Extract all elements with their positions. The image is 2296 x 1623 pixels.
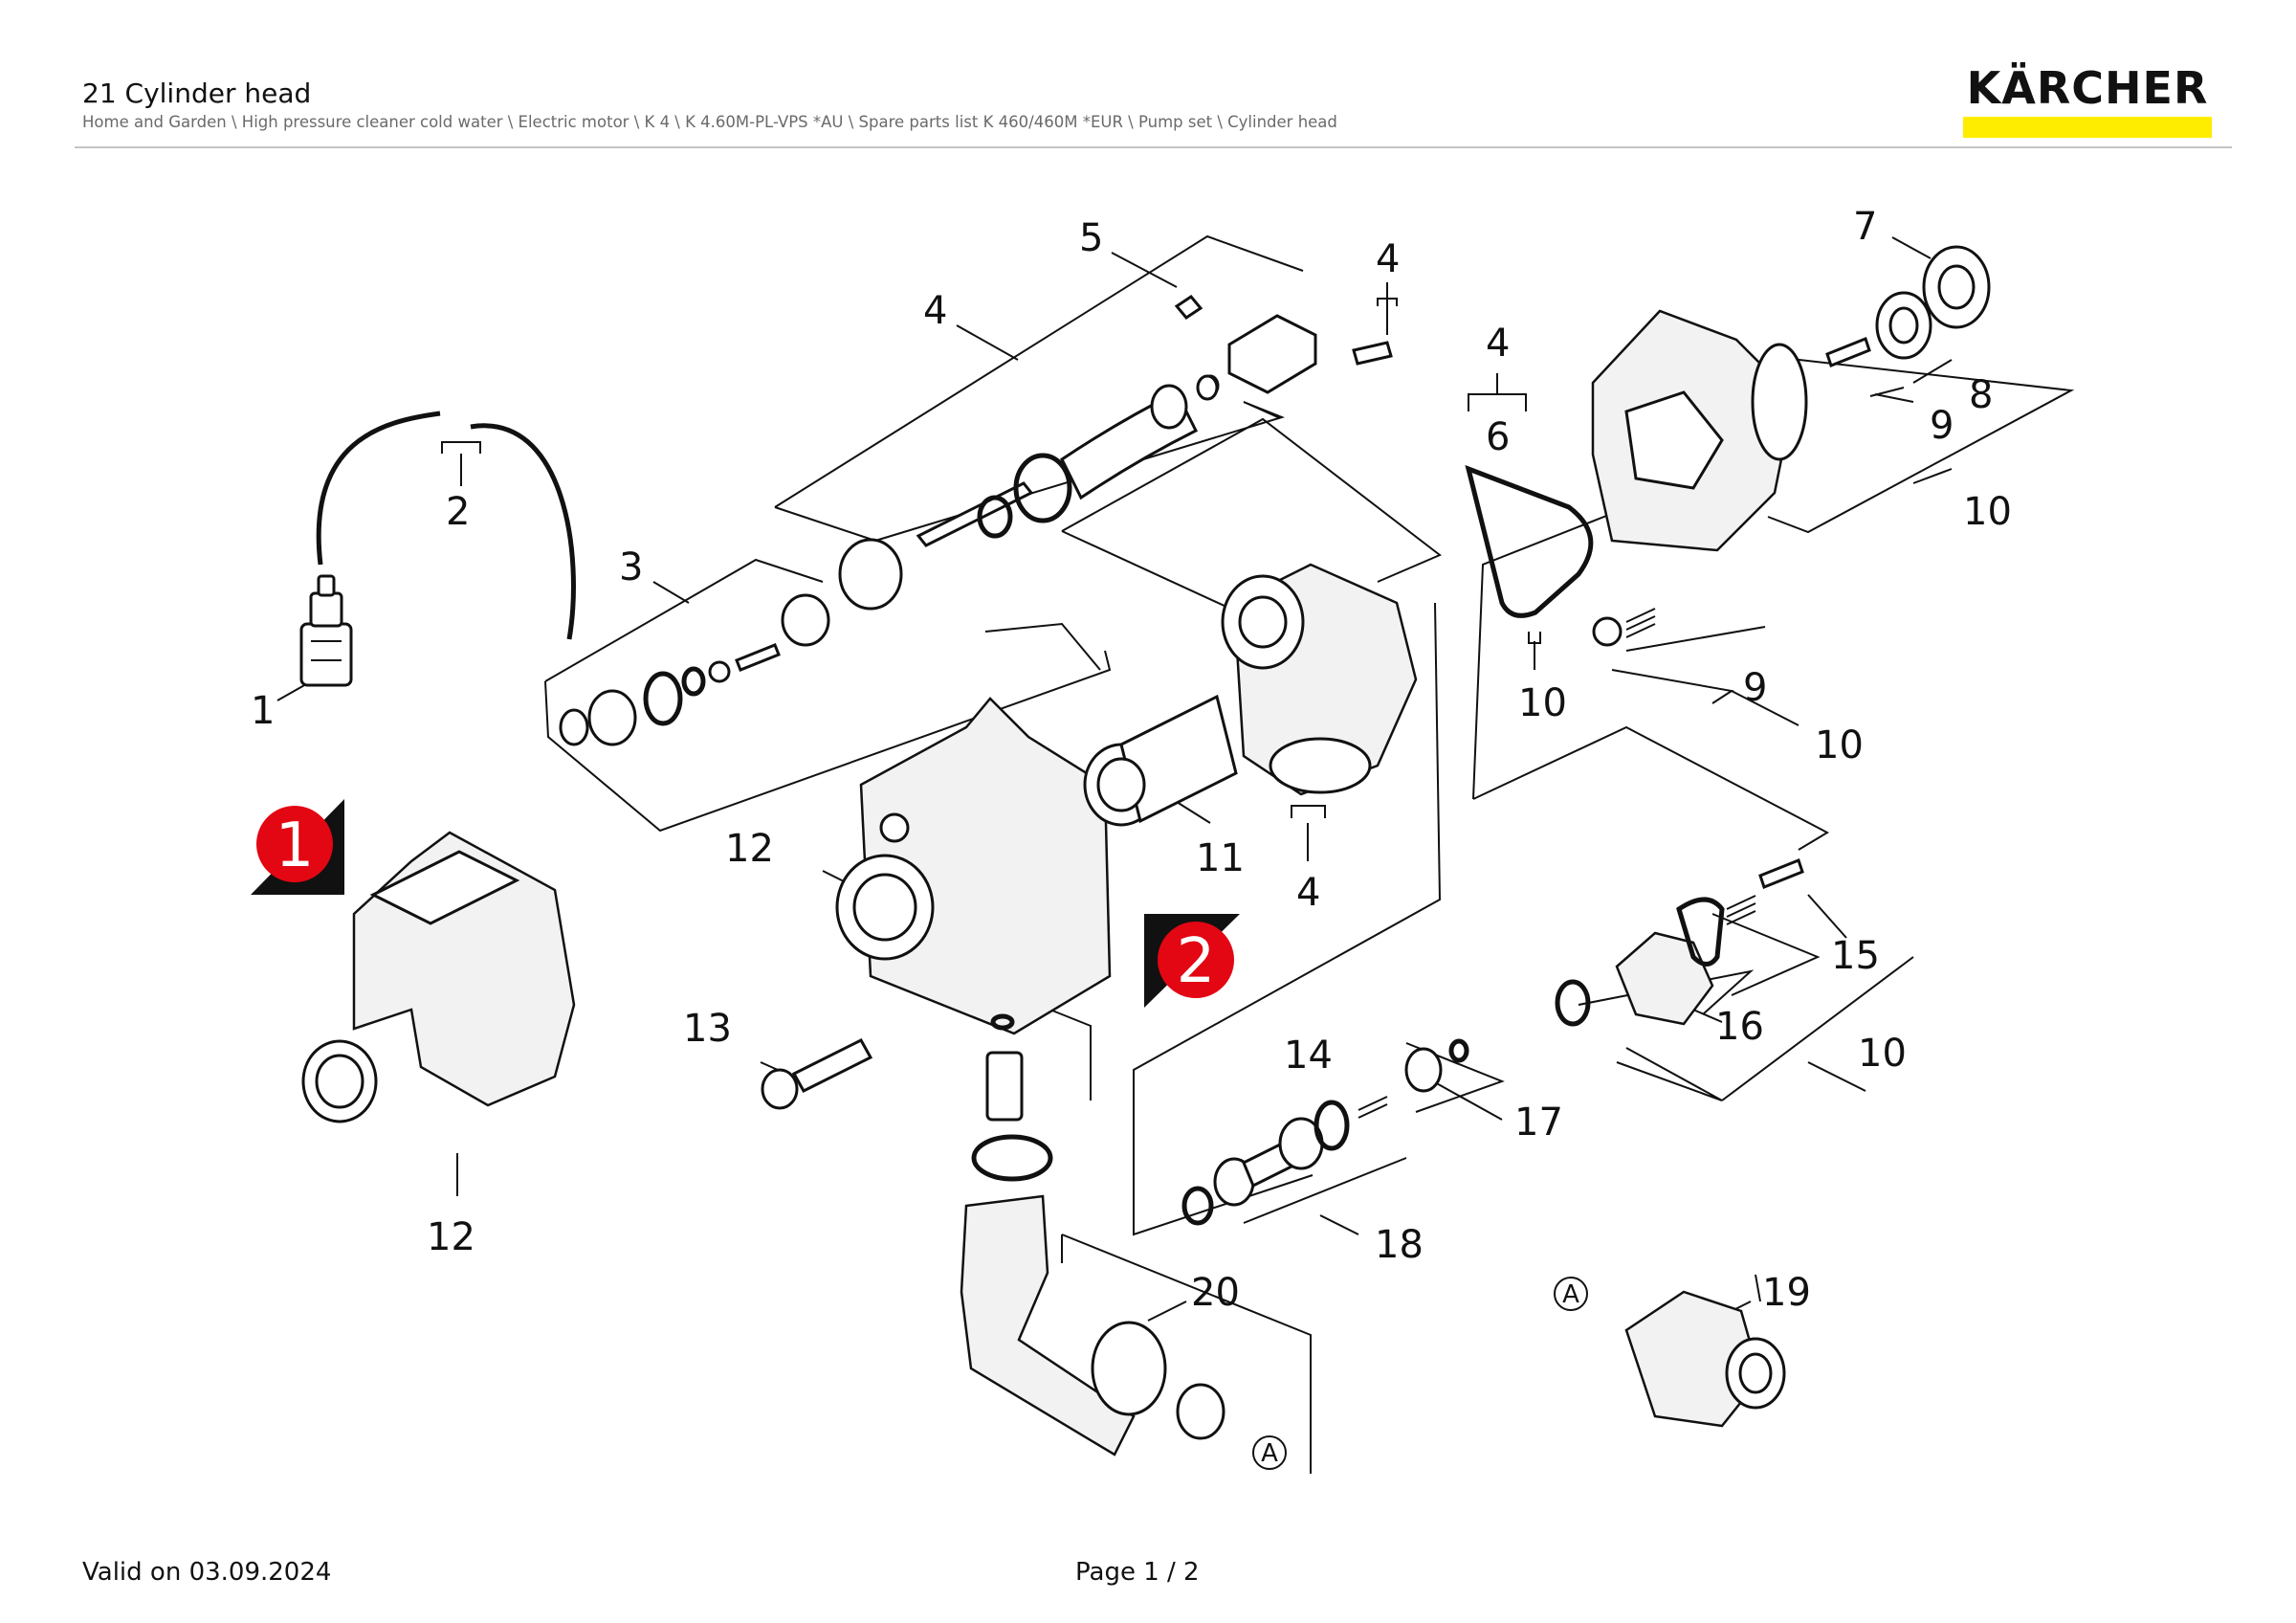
part-seal-6 (1465, 464, 1594, 618)
breadcrumb: Home and Garden \ High pressure cleaner … (82, 113, 1337, 131)
callout-6: 6 (1486, 415, 1510, 459)
svg-text:2: 2 (1177, 926, 1216, 997)
part-cylinder-head-12 (835, 697, 1112, 1035)
callout-17: 17 (1514, 1101, 1563, 1145)
callout-20: 20 (1191, 1271, 1240, 1315)
callout-9-top: 9 (1930, 404, 1954, 448)
callout-1: 1 (251, 689, 275, 733)
callout-15: 15 (1831, 934, 1880, 978)
part-coupling-19 (1624, 1290, 1786, 1428)
callout-18: 18 (1375, 1223, 1424, 1267)
callout-3: 3 (619, 545, 643, 589)
callout-2: 2 (446, 490, 470, 534)
callout-19: 19 (1762, 1271, 1811, 1315)
view-marker-1: 1 (251, 799, 344, 895)
callout-10-top: 10 (1963, 490, 2012, 534)
callout-4-housing: 4 (1296, 871, 1320, 915)
karcher-logo: KÄRCHER (1961, 61, 2214, 138)
part-valve-group-4 (838, 295, 1393, 611)
brand-yellow-bar (1963, 117, 2212, 138)
part-filter-1 (299, 574, 353, 687)
callout-10-mid: 10 (1815, 723, 1864, 767)
part-cylinder-head-12-detail (301, 831, 576, 1123)
callout-labels: 1 2 3 4 4 4 4 5 6 7 8 9 9 10 10 10 10 11… (251, 205, 2012, 1315)
part-housing-10 (1591, 309, 1808, 552)
part-valve-group-3 (559, 593, 830, 746)
callout-9-mid: 9 (1743, 666, 1767, 710)
svg-text:1: 1 (276, 811, 315, 881)
callout-8: 8 (1969, 373, 1993, 417)
callout-16: 16 (1715, 1005, 1764, 1049)
part-valve-14-17-18 (1181, 1038, 1469, 1226)
callout-14: 14 (1284, 1034, 1333, 1078)
part-screw-13 (761, 1038, 873, 1110)
callout-4-seal: 4 (1486, 322, 1510, 366)
callout-12-detail: 12 (427, 1215, 475, 1259)
part-housing-center (1221, 563, 1418, 796)
view-marker-2: 2 (1144, 914, 1240, 1008)
callout-7: 7 (1853, 205, 1877, 249)
part-spring-9 (1592, 608, 1656, 647)
group-brackets (544, 234, 2075, 1474)
valid-date: Valid on 03.09.2024 (82, 1558, 332, 1587)
svg-text:A: A (1562, 1280, 1579, 1309)
callout-12: 12 (725, 827, 774, 871)
part-elbow-20 (960, 1013, 1225, 1456)
part-cap-7-8 (1825, 245, 1991, 367)
callout-4-bolt: 4 (1376, 237, 1400, 281)
part-connector-11 (1083, 694, 1238, 827)
callout-10-seal: 10 (1518, 681, 1567, 725)
callout-11: 11 (1196, 836, 1245, 880)
reference-a-2: A (1252, 1435, 1287, 1470)
part-hose-2 (316, 411, 576, 640)
page-number: Page 1 / 2 (1075, 1558, 1200, 1587)
callout-4-top: 4 (923, 289, 947, 333)
header-divider (75, 146, 2232, 148)
callout-13: 13 (683, 1007, 732, 1051)
svg-text:A: A (1261, 1439, 1278, 1468)
reference-a-1: A (1554, 1277, 1588, 1311)
part-valve-15-16 (1555, 858, 1804, 1027)
page-title: 21 Cylinder head (82, 78, 312, 109)
callout-5: 5 (1079, 216, 1103, 260)
callout-10-bottom: 10 (1858, 1032, 1907, 1076)
brand-name: KÄRCHER (1966, 62, 2209, 114)
